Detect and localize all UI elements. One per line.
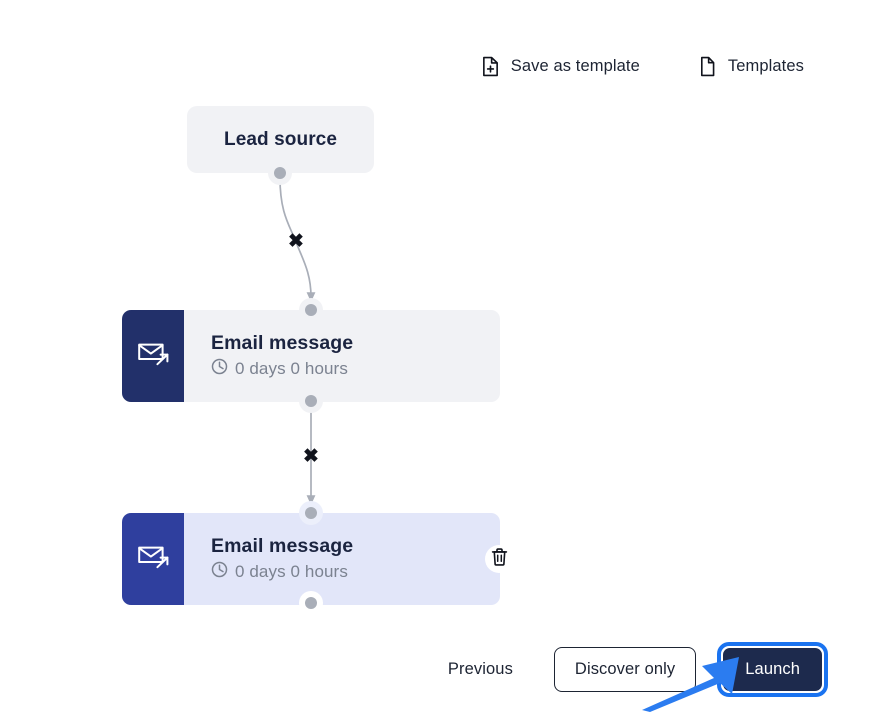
templates-button[interactable]: Templates	[698, 56, 804, 77]
handle-lead-source-out[interactable]	[268, 161, 292, 185]
node-email-title-2: Email message	[211, 535, 354, 558]
trash-icon	[490, 547, 509, 572]
node-email-icon-block-1	[122, 310, 184, 402]
connector-remove-icon-2[interactable]: ✖	[303, 446, 319, 467]
previous-button[interactable]: Previous	[444, 654, 517, 685]
delete-node-button[interactable]	[485, 545, 513, 573]
node-email-message-2[interactable]: Email message 0 days 0 hours	[122, 513, 500, 605]
save-as-template-label: Save as template	[510, 57, 640, 75]
handle-email-2-in[interactable]	[299, 501, 323, 525]
node-email-delay-text-1: 0 days 0 hours	[235, 358, 348, 378]
flow-toolbar: Save as template Templates	[481, 56, 804, 77]
node-email-delay-1: 0 days 0 hours	[211, 358, 500, 380]
document-plus-icon	[481, 56, 500, 77]
node-email-icon-block-2	[122, 513, 184, 605]
launch-button-focus-ring: Launch	[717, 641, 828, 697]
node-lead-source-title: Lead source	[223, 128, 338, 150]
templates-label: Templates	[727, 57, 804, 75]
handle-email-1-out[interactable]	[299, 389, 323, 413]
wizard-footer: Previous Discover only Launch	[0, 640, 870, 698]
handle-email-1-in[interactable]	[299, 298, 323, 322]
save-as-template-button[interactable]: Save as template	[481, 56, 640, 77]
clock-icon	[211, 358, 228, 380]
clock-icon	[211, 561, 228, 583]
handle-email-2-out[interactable]	[299, 591, 323, 615]
node-email-delay-text-2: 0 days 0 hours	[235, 561, 348, 581]
launch-button[interactable]: Launch	[723, 647, 822, 691]
email-send-icon	[137, 543, 170, 575]
node-email-delay-2: 0 days 0 hours	[211, 561, 500, 583]
email-send-icon	[137, 340, 170, 372]
node-email-title-1: Email message	[211, 332, 354, 355]
node-email-body-1: Email message 0 days 0 hours	[184, 310, 500, 402]
node-email-message-1[interactable]: Email message 0 days 0 hours	[122, 310, 500, 402]
document-icon	[698, 56, 717, 77]
node-email-body-2: Email message 0 days 0 hours	[184, 513, 500, 605]
connector-remove-icon-1[interactable]: ✖	[288, 231, 304, 252]
discover-only-button[interactable]: Discover only	[553, 646, 697, 692]
